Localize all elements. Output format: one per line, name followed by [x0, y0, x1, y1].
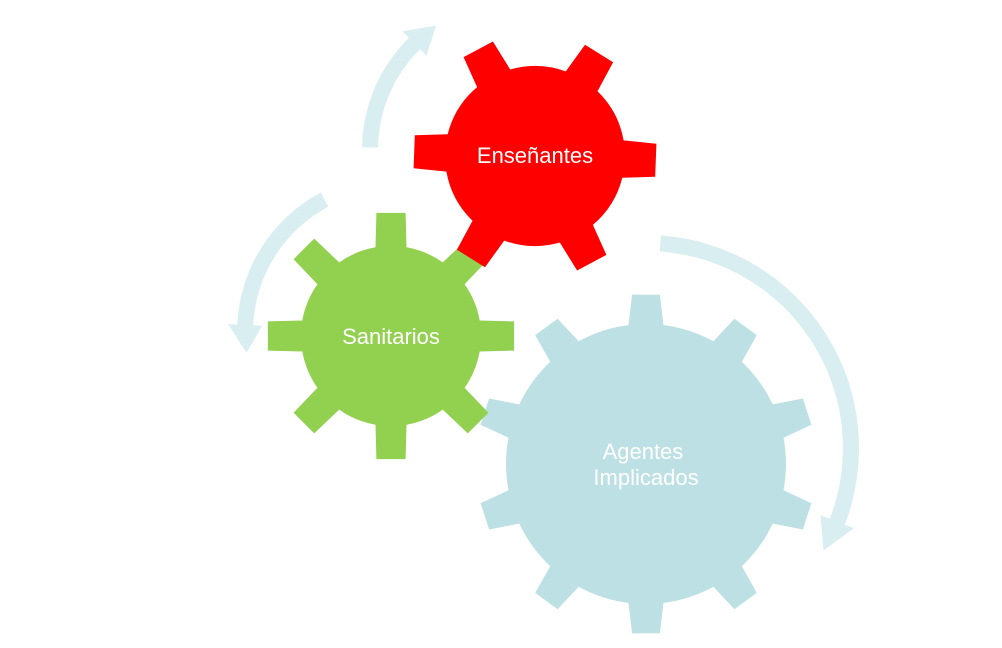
- arrow-left-curved: [228, 192, 329, 353]
- cycle-arrows: [228, 25, 860, 551]
- gear-ensenantes: Enseñantes: [413, 41, 657, 271]
- gear-agentes-label-line-1: Agentes: [603, 439, 684, 464]
- gear-ensenantes-shape: [413, 41, 657, 271]
- gear-sanitarios-label: Sanitarios: [342, 324, 440, 349]
- arrow-top-curved: [362, 25, 437, 148]
- gear-agentes-label-line-2: Implicados: [593, 465, 698, 490]
- gear-ensenantes-label: Enseñantes: [477, 143, 593, 168]
- gear-agentes-label: Agentes Implicados: [593, 439, 698, 490]
- gear-agentes-implicados: Agentes Implicados: [480, 294, 812, 634]
- gear-sanitarios-shape: [267, 212, 515, 460]
- arrow-right-curved: [659, 235, 860, 551]
- gear-sanitarios: Sanitarios: [267, 212, 515, 460]
- gear-agentes-shape: [480, 294, 812, 634]
